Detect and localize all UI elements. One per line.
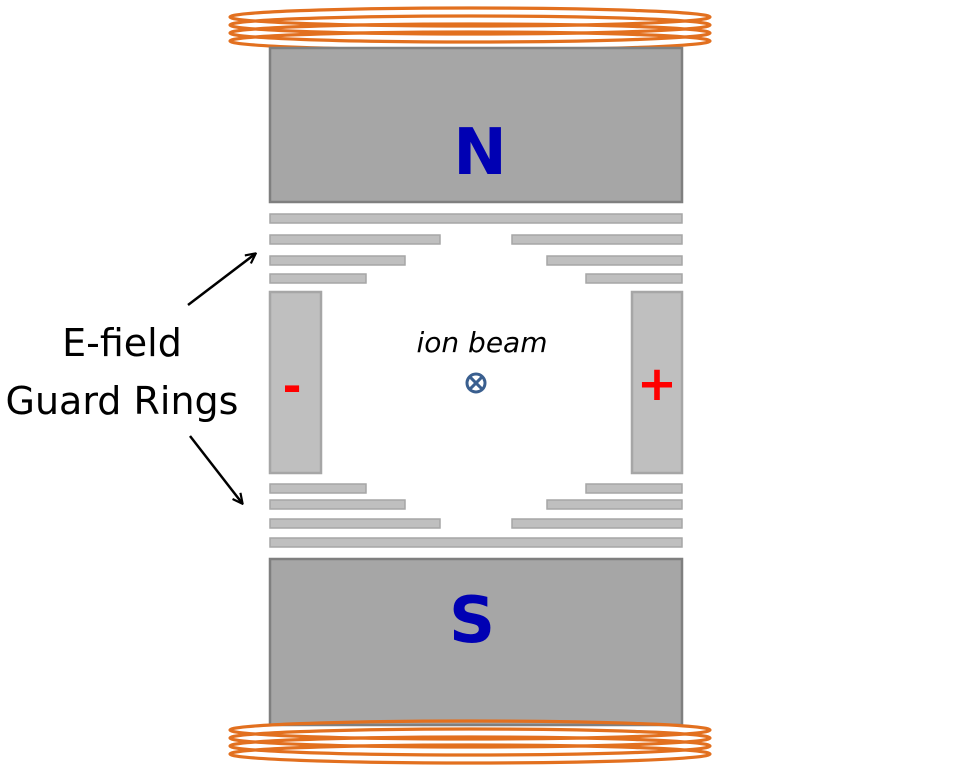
top-guard-rings bbox=[269, 213, 683, 284]
guard-ring bbox=[585, 273, 683, 284]
ion-beam-label: ion beam bbox=[417, 326, 548, 359]
guard-ring-label-line1: E-field bbox=[62, 321, 182, 365]
positive-sign: + bbox=[637, 356, 677, 412]
north-magnet: N bbox=[268, 46, 684, 204]
south-pole-label: S bbox=[449, 584, 495, 658]
coil-winding bbox=[228, 6, 712, 28]
negative-sign: - bbox=[282, 359, 301, 413]
negative-electrode: - bbox=[268, 290, 323, 475]
coil-winding bbox=[228, 22, 712, 44]
guard-ring bbox=[269, 234, 441, 245]
guard-ring bbox=[269, 483, 367, 494]
guard-ring-label-line2: Guard Rings bbox=[6, 379, 239, 423]
guard-ring bbox=[269, 499, 406, 510]
guard-ring bbox=[511, 234, 683, 245]
north-pole-label: N bbox=[453, 116, 507, 190]
guard-ring bbox=[585, 483, 683, 494]
guard-ring bbox=[511, 518, 683, 529]
guard-ring bbox=[546, 499, 683, 510]
coil-winding bbox=[228, 727, 712, 749]
guard-ring bbox=[269, 255, 406, 266]
coil-winding bbox=[228, 719, 712, 741]
beam-into-page-icon bbox=[465, 372, 487, 394]
guard-ring bbox=[546, 255, 683, 266]
negative-plate bbox=[268, 290, 323, 475]
south-magnet-body bbox=[268, 557, 684, 727]
bottom-coil bbox=[228, 719, 712, 765]
guard-ring bbox=[269, 213, 683, 224]
ion-beam: ion beam bbox=[417, 326, 548, 394]
guard-ring-callout: E-field Guard Rings bbox=[6, 254, 255, 503]
guard-ring bbox=[269, 518, 441, 529]
arrow-to-bottom-guard-rings bbox=[189, 435, 242, 503]
coil-winding bbox=[228, 735, 712, 757]
north-magnet-body bbox=[268, 46, 684, 204]
bottom-guard-rings bbox=[269, 483, 683, 548]
arrow-to-top-guard-rings bbox=[187, 254, 255, 306]
guard-ring bbox=[269, 537, 683, 548]
coil-winding bbox=[228, 743, 712, 765]
top-coil bbox=[228, 6, 712, 52]
coil-winding bbox=[228, 14, 712, 36]
positive-plate bbox=[630, 290, 684, 475]
guard-ring bbox=[269, 273, 367, 284]
south-magnet: S bbox=[268, 557, 684, 727]
positive-electrode: + bbox=[630, 290, 684, 475]
